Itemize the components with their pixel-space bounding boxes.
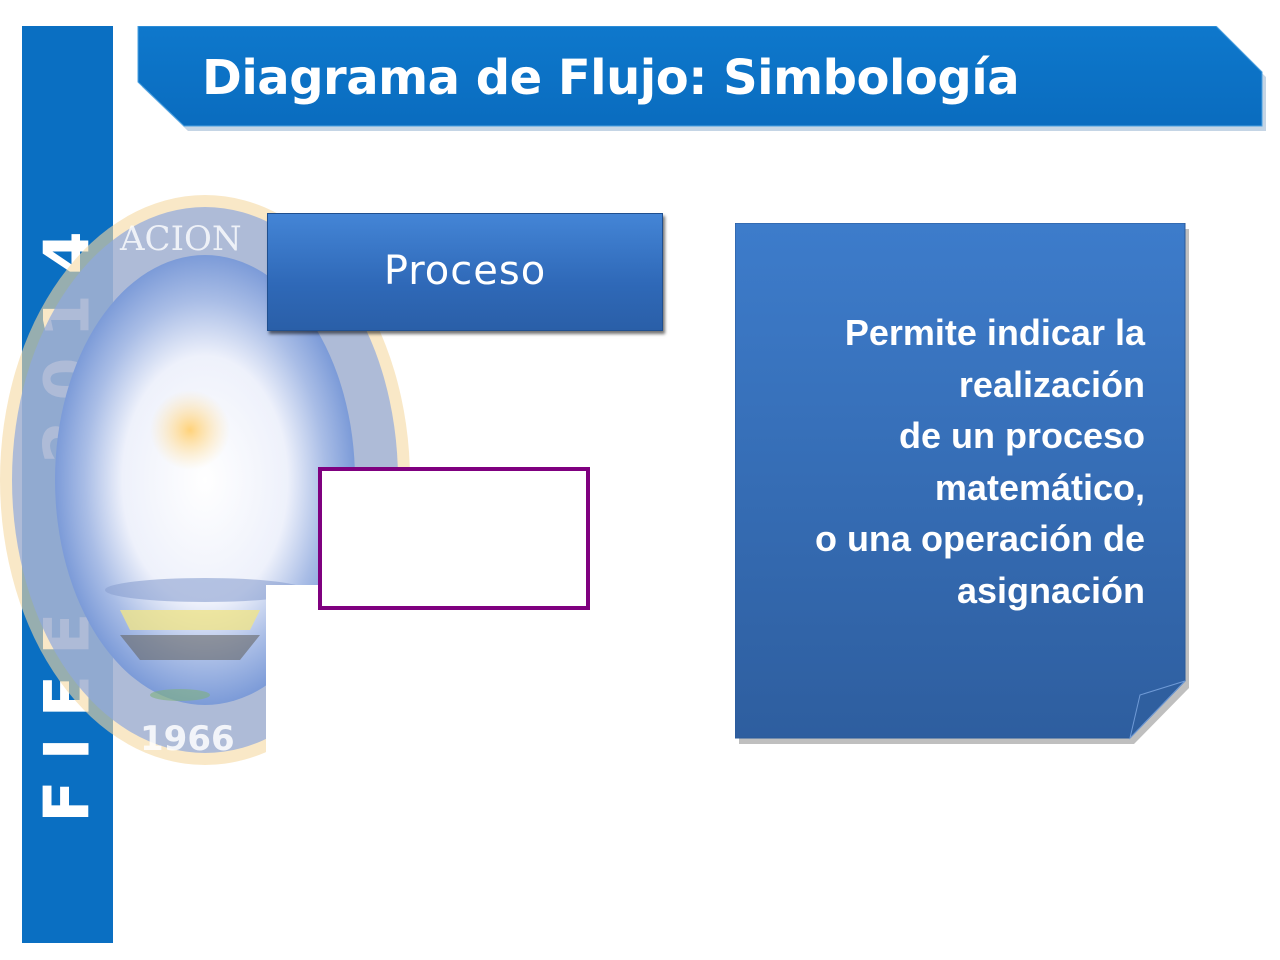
description-line: de un proceso bbox=[898, 415, 1145, 456]
seal-year: 1966 bbox=[140, 719, 235, 759]
university-seal-watermark: 1966 ACION bbox=[0, 190, 410, 790]
seal-clip-mask bbox=[266, 585, 410, 790]
description-line: o una operación de bbox=[814, 518, 1145, 559]
symbol-label: Proceso bbox=[383, 248, 547, 294]
description-text: Permite indicar la realización de un pro… bbox=[725, 307, 1145, 616]
description-line: Permite indicar la bbox=[844, 312, 1145, 353]
slide-title: Diagrama de Flujo: Simbología bbox=[202, 50, 1020, 106]
description-line: asignación bbox=[956, 569, 1145, 611]
description-note: Permite indicar la realización de un pro… bbox=[735, 223, 1189, 744]
title-banner: Diagrama de Flujo: Simbología bbox=[136, 26, 1266, 131]
symbol-label-box: Proceso bbox=[267, 213, 663, 331]
description-line: realización bbox=[958, 363, 1145, 405]
description-line: matemático, bbox=[934, 466, 1145, 508]
process-symbol-rectangle bbox=[318, 467, 590, 610]
seal-top-text: ACION bbox=[119, 219, 242, 259]
